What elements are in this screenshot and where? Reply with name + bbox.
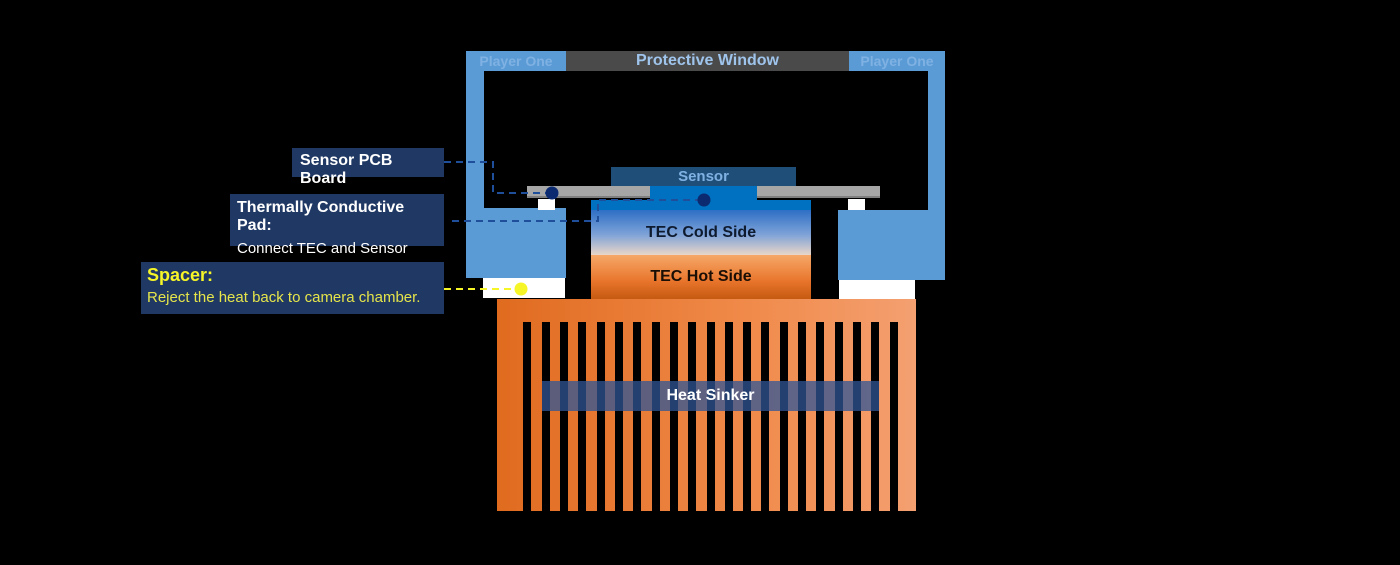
housing-wall-left [466,71,484,208]
heat-sink-fin-gap [798,322,807,511]
callout-spacer-title: Spacer: [147,265,214,285]
housing-top-right [849,51,945,71]
callout-pcb: Sensor PCB Board [292,148,444,187]
heat-sink-fin-gap [559,322,568,511]
thermal-pad [591,200,811,210]
heat-sink-fin-gap [834,322,843,511]
heat-sink-fin-gap [889,322,898,511]
heat-sink-fin-gap [743,322,752,511]
sensor-pcb-right [757,186,880,198]
heat-sink-fin-gap [853,322,862,511]
housing-base-left [466,208,566,278]
callout-pcb-title: Sensor PCB Board [300,152,393,187]
callout-pad-title: Thermally Conductive Pad: [237,199,405,234]
housing-wall-right [928,71,945,210]
tec-cold-side: TEC Cold Side [591,210,811,255]
heat-sink-fin-gap [633,322,642,511]
heat-sink-fin-gap [688,322,697,511]
heat-sink-fin-gap [614,322,623,511]
pcb-leg-right [848,199,865,210]
heat-sink-fin-gap [596,322,605,511]
pcb-leg-left [538,199,555,210]
callout-pad-subtitle: Connect TEC and Sensor [237,240,408,257]
heat-sink-fin-gap [669,322,678,511]
spacer-right [839,280,915,299]
heat-sink-fin-gap [871,322,880,511]
callout-spacer: Spacer: Reject the heat back to camera c… [141,262,444,314]
callout-spacer-subtitle: Reject the heat back to camera chamber. [147,289,421,306]
heat-sink-fin-gap [724,322,733,511]
tec-hot-side: TEC Hot Side [591,255,811,299]
housing-top-left [466,51,566,71]
sensor-die [650,186,757,200]
housing-label-left: Player One [479,53,553,69]
heat-sink-fin-gap [761,322,770,511]
housing-label-right: Player One [860,53,934,69]
heat-sink-fin-gap [523,322,532,511]
spacer-left [483,278,565,298]
heat-sink-fin-gap [779,322,788,511]
heat-sink-fin-gap [706,322,715,511]
sensor-label: Sensor [611,167,796,186]
callout-pad: Thermally Conductive Pad: Connect TEC an… [230,194,444,257]
sensor-pcb-left [527,186,650,198]
heat-sink-fin-gap [651,322,660,511]
heat-sink-label: Heat Sinker [542,381,879,411]
housing-base-right [838,210,945,280]
heat-sink-fin-gap [816,322,825,511]
heat-sink-fin-gap [578,322,587,511]
protective-window: Protective Window [566,51,849,71]
heat-sink-fin-gap [541,322,550,511]
